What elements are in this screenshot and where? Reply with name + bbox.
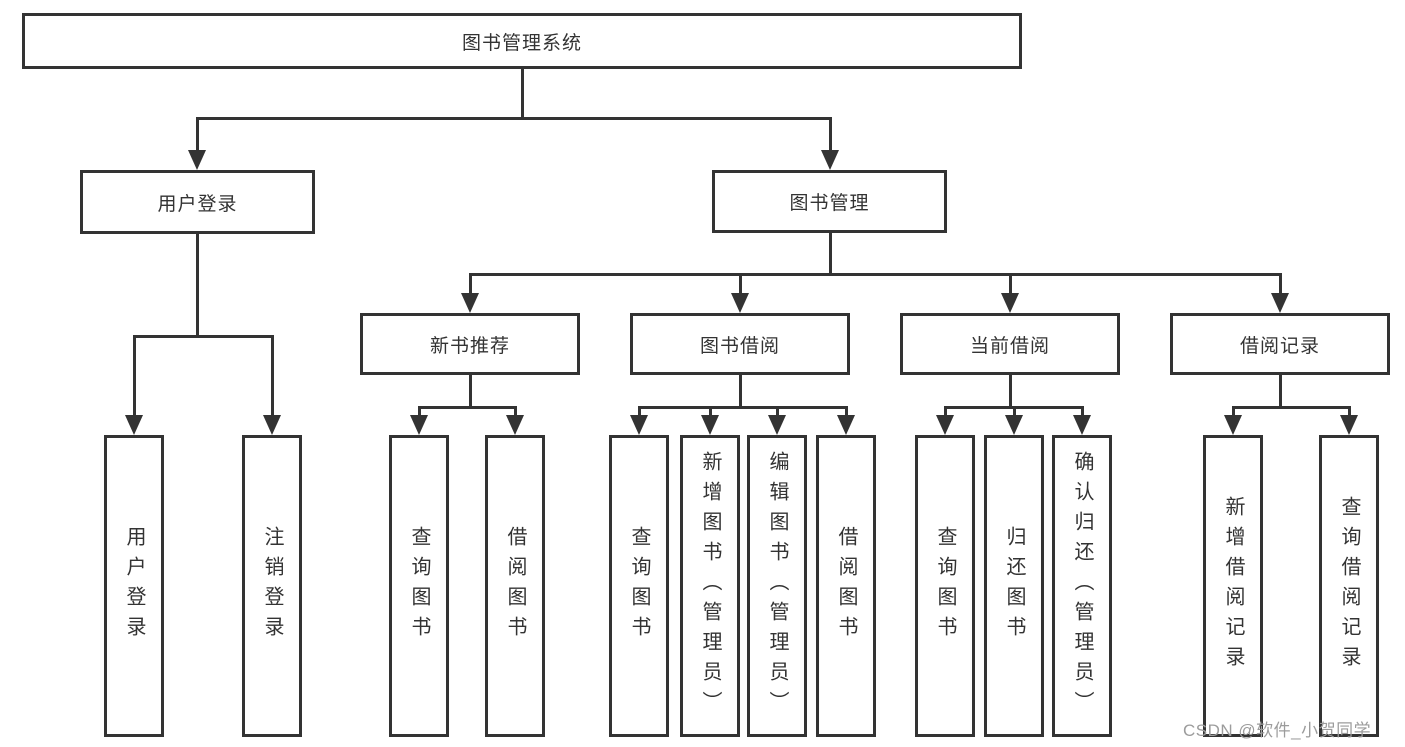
connector-line bbox=[828, 233, 832, 276]
node-label: 新增借阅记录 bbox=[1222, 496, 1244, 676]
connector-line bbox=[1231, 406, 1351, 409]
connector-line bbox=[520, 69, 524, 119]
connector-line bbox=[468, 375, 472, 409]
connector-line bbox=[637, 406, 641, 416]
connector-line bbox=[417, 406, 517, 409]
node-book-management: 图书管理 bbox=[712, 170, 947, 233]
leaf-add-book-admin: 新增图书（管理员） bbox=[680, 435, 740, 737]
arrowhead-down-icon bbox=[731, 293, 749, 313]
node-label: 注销登录 bbox=[261, 526, 283, 646]
node-label: 借阅记录 bbox=[1239, 335, 1320, 357]
connector-line bbox=[828, 117, 832, 153]
connector-line bbox=[195, 117, 832, 120]
node-library-management-system: 图书管理系统 bbox=[22, 13, 1022, 69]
arrowhead-down-icon bbox=[936, 415, 954, 435]
leaf-query-books: 查询图书 bbox=[389, 435, 449, 737]
connector-line bbox=[417, 406, 421, 416]
connector-line bbox=[637, 406, 848, 409]
node-label: 确认归还（管理员） bbox=[1071, 451, 1093, 721]
node-label: 用户登录 bbox=[157, 193, 238, 215]
node-label: 归还图书 bbox=[1003, 526, 1025, 646]
leaf-borrow-books: 借阅图书 bbox=[485, 435, 545, 737]
arrowhead-down-icon bbox=[506, 415, 524, 435]
leaf-query-books: 查询图书 bbox=[915, 435, 975, 737]
connector-line bbox=[1080, 406, 1084, 416]
connector-line bbox=[1278, 273, 1282, 295]
connector-line bbox=[132, 335, 136, 417]
arrowhead-down-icon bbox=[1001, 293, 1019, 313]
connector-line bbox=[1278, 375, 1282, 409]
node-label: 查询图书 bbox=[408, 526, 430, 646]
connector-line bbox=[738, 273, 742, 295]
connector-line bbox=[1231, 406, 1235, 416]
csdn-watermark: CSDN @软件_小贺同学 bbox=[1183, 721, 1372, 740]
node-user-login: 用户登录 bbox=[80, 170, 315, 234]
leaf-edit-book-admin: 编辑图书（管理员） bbox=[747, 435, 807, 737]
connector-line bbox=[1347, 406, 1351, 416]
node-label: 查询图书 bbox=[628, 526, 650, 646]
node-label: 当前借阅 bbox=[969, 335, 1050, 357]
connector-line bbox=[738, 375, 742, 409]
connector-line bbox=[943, 406, 947, 416]
arrowhead-down-icon bbox=[125, 415, 143, 435]
arrowhead-down-icon bbox=[1271, 293, 1289, 313]
connector-line bbox=[844, 406, 848, 416]
connector-line bbox=[1012, 406, 1016, 416]
leaf-user-login: 用户登录 bbox=[104, 435, 164, 737]
leaf-confirm-return-admin: 确认归还（管理员） bbox=[1052, 435, 1112, 737]
arrowhead-down-icon bbox=[461, 293, 479, 313]
arrowhead-down-icon bbox=[410, 415, 428, 435]
connector-line bbox=[195, 234, 199, 338]
node-label: 新增图书（管理员） bbox=[699, 451, 721, 721]
leaf-query-borrow-record: 查询借阅记录 bbox=[1319, 435, 1379, 737]
node-label: 借阅图书 bbox=[504, 526, 526, 646]
arrowhead-down-icon bbox=[1073, 415, 1091, 435]
arrowhead-down-icon bbox=[768, 415, 786, 435]
leaf-return-books: 归还图书 bbox=[984, 435, 1044, 737]
node-label: 借阅图书 bbox=[835, 526, 857, 646]
node-label: 查询图书 bbox=[934, 526, 956, 646]
node-borrowing-records: 借阅记录 bbox=[1170, 313, 1390, 375]
connector-line bbox=[132, 335, 274, 338]
connector-line bbox=[708, 406, 712, 416]
arrowhead-down-icon bbox=[630, 415, 648, 435]
node-new-book-recommendation: 新书推荐 bbox=[360, 313, 580, 375]
node-label: 编辑图书（管理员） bbox=[766, 451, 788, 721]
leaf-logout: 注销登录 bbox=[242, 435, 302, 737]
arrowhead-down-icon bbox=[1224, 415, 1242, 435]
arrowhead-down-icon bbox=[1340, 415, 1358, 435]
node-label: 查询借阅记录 bbox=[1338, 496, 1360, 676]
connector-line bbox=[468, 273, 1282, 276]
node-label: 图书管理 bbox=[789, 193, 870, 214]
arrowhead-down-icon bbox=[821, 150, 839, 170]
node-label: 图书借阅 bbox=[699, 335, 780, 357]
arrowhead-down-icon bbox=[188, 150, 206, 170]
node-current-borrowing: 当前借阅 bbox=[900, 313, 1120, 375]
connector-line bbox=[513, 406, 517, 416]
arrowhead-down-icon bbox=[837, 415, 855, 435]
leaf-add-borrow-record: 新增借阅记录 bbox=[1203, 435, 1263, 737]
node-label: 新书推荐 bbox=[429, 335, 510, 357]
connector-line bbox=[1008, 273, 1012, 295]
arrowhead-down-icon bbox=[263, 415, 281, 435]
arrowhead-down-icon bbox=[1005, 415, 1023, 435]
connector-line bbox=[1008, 375, 1012, 409]
leaf-query-books: 查询图书 bbox=[609, 435, 669, 737]
connector-line bbox=[270, 335, 274, 417]
node-label: 用户登录 bbox=[123, 526, 145, 646]
connector-line bbox=[775, 406, 779, 416]
connector-line bbox=[195, 117, 199, 153]
node-book-borrowing: 图书借阅 bbox=[630, 313, 850, 375]
arrowhead-down-icon bbox=[701, 415, 719, 435]
node-label: 图书管理系统 bbox=[461, 32, 582, 54]
connector-line bbox=[468, 273, 472, 295]
leaf-borrow-books: 借阅图书 bbox=[816, 435, 876, 737]
